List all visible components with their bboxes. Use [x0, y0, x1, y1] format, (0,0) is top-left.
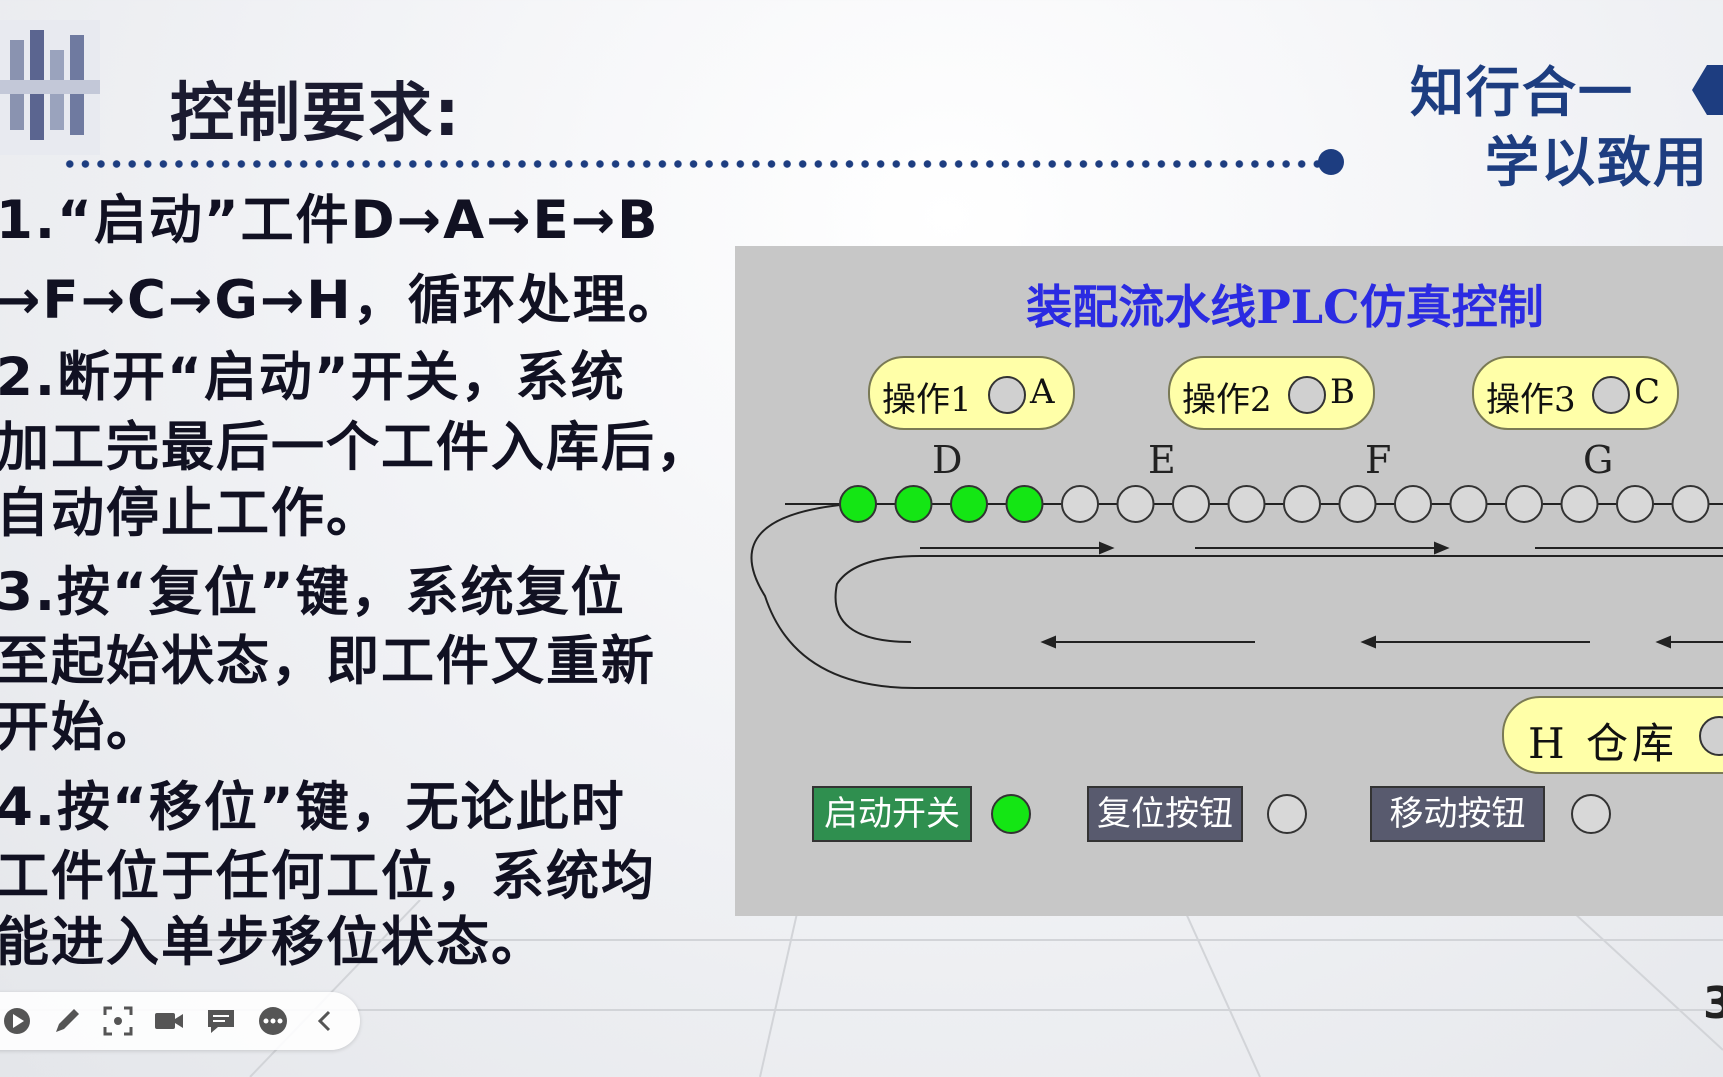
conveyor-track [750, 485, 1723, 689]
conveyor-slot [1005, 485, 1044, 523]
school-logo [0, 20, 100, 155]
warehouse-box: H 仓库 [1502, 696, 1723, 774]
station-label-f: F [1365, 438, 1392, 482]
more-icon[interactable] [256, 1004, 290, 1038]
divider-end-dot [1318, 149, 1344, 175]
operation-label: 操作3 [1486, 380, 1576, 420]
requirement-line: 加工完最后一个工件入库后， [0, 417, 711, 478]
reset-indicator [1267, 794, 1307, 834]
operation-letter: C [1634, 372, 1661, 412]
station-label-d: D [932, 438, 963, 482]
station-label-e: E [1148, 438, 1176, 482]
operation-label: 操作2 [1182, 380, 1272, 420]
move-indicator [1571, 794, 1611, 834]
conveyor-slot [1671, 485, 1710, 523]
operation-indicator [1592, 376, 1630, 414]
conveyor-slot [1227, 485, 1266, 523]
comment-icon[interactable] [204, 1004, 238, 1038]
outer-loop [750, 503, 1723, 689]
conveyor-slot [1394, 485, 1432, 523]
operation-letter: B [1330, 372, 1355, 412]
requirement-line: 自动停止工作。 [0, 483, 381, 544]
play-icon[interactable] [0, 1004, 34, 1038]
reset-button[interactable]: 复位按钮 [1087, 786, 1243, 842]
conveyor-slot [1560, 485, 1599, 523]
requirement-line: →F→C→G→H，循环处理。 [0, 270, 683, 331]
arrow-head [1099, 541, 1115, 555]
requirement-line: 至起始状态，即工件又重新 [0, 631, 656, 692]
warehouse-label: H 仓库 [1528, 719, 1678, 768]
arrow-head [1655, 635, 1671, 649]
conveyor-slot [1338, 485, 1377, 523]
requirement-line: 能进入单步移位状态。 [0, 912, 546, 973]
slogan-line-1: 知行合一 [1410, 61, 1634, 124]
requirement-line: 工件位于任何工位，系统均 [0, 846, 656, 907]
move-button[interactable]: 移动按钮 [1370, 786, 1545, 842]
requirement-line: 开始。 [0, 697, 161, 758]
conveyor-slot [894, 485, 933, 523]
operation-indicator [1288, 376, 1326, 414]
plc-simulation-panel: 装配流水线PLC仿真控制 操作1 A 操作2 B 操作3 C D E F G [735, 246, 1723, 916]
collapse-icon[interactable] [308, 1004, 342, 1038]
operation-box-3: 操作3 C [1472, 356, 1679, 430]
screenshot-icon[interactable] [101, 1004, 135, 1038]
arrow-head [1040, 635, 1056, 649]
requirement-line: 4.按“移位”键，无论此时 [0, 777, 626, 838]
operation-label: 操作1 [882, 380, 972, 420]
requirement-line: 2.断开“启动”开关，系统 [0, 347, 626, 408]
corner-badge [1692, 65, 1723, 115]
requirement-line: 1.“启动”工件D→A→E→B [0, 190, 660, 251]
conveyor-slot [839, 485, 877, 523]
conveyor-slot [1283, 485, 1321, 523]
page-title: 控制要求: [170, 77, 462, 151]
conveyor-slot [950, 485, 988, 523]
slogan-line-2: 学以致用 [1485, 131, 1709, 194]
conveyor-slot [1061, 485, 1099, 523]
dotted-divider [62, 159, 1332, 169]
simulation-title: 装配流水线PLC仿真控制 [1026, 280, 1544, 334]
pen-icon[interactable] [50, 1004, 84, 1038]
station-label-g: G [1583, 438, 1614, 482]
arrow-head [1434, 541, 1450, 555]
inner-loop [834, 555, 1723, 643]
operation-box-2: 操作2 B [1168, 356, 1375, 430]
conveyor-slot [1172, 485, 1210, 523]
operation-letter: A [1030, 372, 1055, 412]
camera-icon[interactable] [152, 1004, 186, 1038]
page-number: 3 [1703, 978, 1723, 1029]
arrow-head [1360, 635, 1376, 649]
start-indicator [991, 794, 1031, 834]
operation-box-1: 操作1 A [868, 356, 1075, 430]
warehouse-indicator [1699, 716, 1723, 756]
operation-indicator [988, 376, 1026, 414]
requirement-line: 3.按“复位”键，系统复位 [0, 562, 626, 623]
start-switch-button[interactable]: 启动开关 [812, 786, 972, 842]
conveyor-slot [1505, 485, 1543, 523]
conveyor-slot [1116, 485, 1155, 523]
conveyor-slot [1449, 485, 1488, 523]
conveyor-slot [1616, 485, 1654, 523]
